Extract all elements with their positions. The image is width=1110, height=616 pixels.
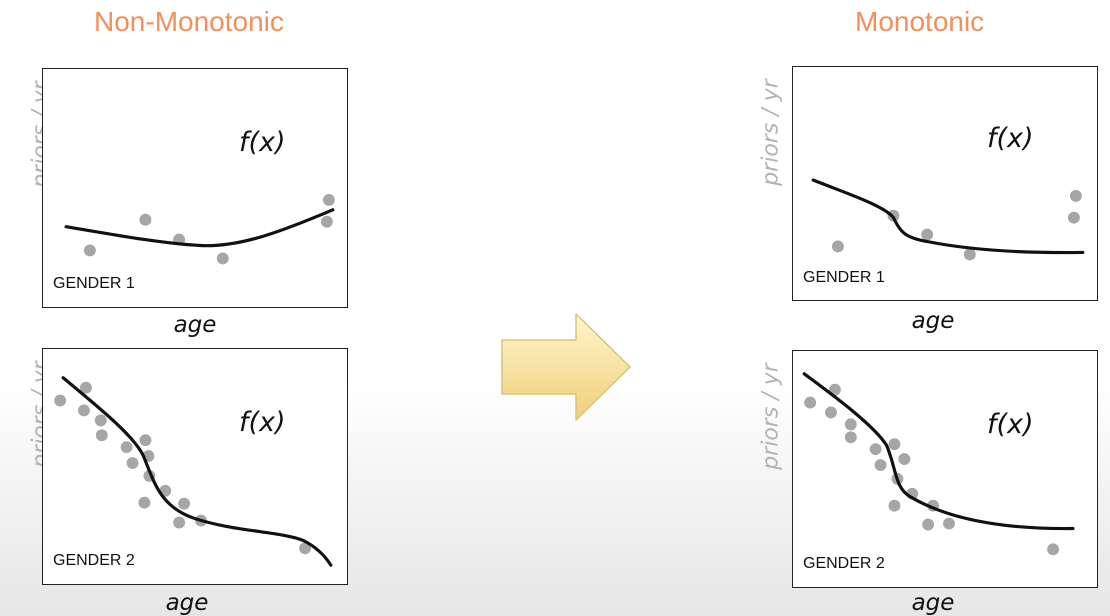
data-point (139, 434, 152, 447)
function-label: f(x) (239, 407, 286, 438)
data-point (888, 438, 901, 451)
panel-monotonic-gender2: f(x) GENDER 2 (792, 350, 1098, 588)
data-point (95, 429, 108, 442)
data-point (139, 213, 152, 226)
data-point (322, 193, 335, 206)
gender-label: GENDER 2 (803, 555, 885, 572)
panel-monotonic-gender1: f(x) GENDER 1 (792, 66, 1098, 301)
data-point (922, 518, 935, 531)
data-point (1047, 543, 1060, 556)
data-point (963, 248, 976, 261)
data-point (216, 252, 229, 265)
plot-m-g1 (811, 178, 1085, 261)
function-label: f(x) (239, 127, 286, 158)
plot-nm-g1 (64, 193, 335, 265)
data-point (874, 459, 887, 471)
data-point (1067, 211, 1080, 224)
plot-nm-g2 (54, 376, 333, 567)
fitted-curve (802, 372, 1075, 531)
data-point (54, 394, 67, 407)
data-point (844, 418, 857, 431)
gender-label: GENDER 1 (803, 269, 885, 286)
data-point (120, 441, 133, 454)
data-point (178, 497, 191, 510)
panel-nonmonotonic-gender2: f(x) GENDER 2 (42, 348, 348, 585)
data-point (869, 443, 882, 456)
title-monotonic: Monotonic (855, 6, 985, 37)
data-point (898, 453, 911, 466)
data-point (844, 431, 857, 444)
plot-m-g2 (802, 372, 1075, 556)
data-point (138, 496, 151, 509)
data-point (921, 228, 934, 241)
data-point (77, 404, 90, 417)
data-point (831, 240, 844, 253)
y-axis-label-m-g1: priors / yr (758, 79, 784, 186)
data-point (320, 215, 333, 228)
data-point (299, 542, 312, 555)
fitted-curve (61, 376, 333, 567)
title-non-monotonic: Non-Monotonic (94, 6, 284, 37)
data-point (1069, 189, 1082, 202)
function-label: f(x) (987, 409, 1034, 440)
data-point (943, 517, 955, 530)
panel-nonmonotonic-gender1: f(x) GENDER 1 (42, 68, 348, 308)
gender-label: GENDER 2 (53, 552, 135, 569)
x-axis-label-nm-g2: age (165, 590, 209, 616)
data-point (888, 499, 901, 512)
data-point (825, 406, 837, 419)
fitted-curve (64, 208, 335, 248)
data-point (804, 396, 817, 409)
x-axis-label-m-g1: age (911, 308, 955, 334)
data-point (173, 516, 186, 529)
gender-label: GENDER 1 (53, 275, 135, 292)
right-arrow-icon (501, 313, 631, 421)
data-point (126, 457, 139, 469)
data-point (79, 381, 92, 394)
x-axis-label-nm-g1: age (173, 312, 217, 338)
y-axis-label-m-g2: priors / yr (758, 363, 784, 470)
data-point (83, 244, 96, 257)
fitted-curve (811, 178, 1085, 255)
function-label: f(x) (987, 123, 1034, 154)
data-point (94, 414, 107, 427)
x-axis-label-m-g2: age (911, 590, 955, 616)
